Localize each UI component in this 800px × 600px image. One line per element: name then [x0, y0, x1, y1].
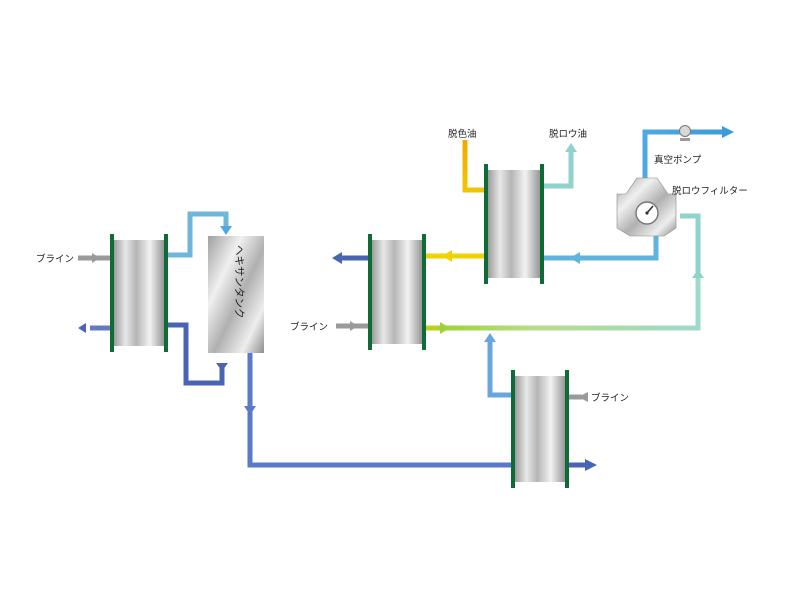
heat-exchanger-left — [110, 234, 168, 352]
label-brine-left: ブライン — [36, 253, 74, 265]
heat-exchanger-middle — [368, 234, 426, 350]
arrow-hx2-out — [332, 252, 342, 264]
pipe-tank-down — [247, 350, 520, 468]
arrow-brine-right — [578, 392, 588, 402]
pipe-bottom-green — [438, 275, 701, 331]
dewax-filter — [616, 177, 677, 237]
arrow-vacuum-out — [722, 126, 734, 138]
arrow-dewaxed-up — [565, 143, 577, 152]
pipe-filter-feed — [680, 213, 701, 272]
label-dewaxed-oil: 脱ロウ油 — [549, 128, 587, 140]
label-brine-right: ブライン — [591, 392, 629, 404]
arrow-tank-down — [244, 406, 256, 415]
arrow-tank-in — [220, 226, 232, 235]
label-decolorized-oil: 脱色油 — [448, 128, 477, 140]
arrow-hx3-up — [484, 333, 496, 342]
arrow-hx1-out — [78, 323, 86, 333]
pipe-hx1-to-tank-bottom — [160, 322, 225, 386]
arrow-brine-left — [92, 253, 100, 263]
heat-exchanger-bottom — [511, 370, 569, 488]
arrow-hx3-out — [585, 459, 597, 471]
arrow-brine-mid — [350, 321, 358, 331]
arrowheads — [78, 126, 734, 471]
label-hexane-tank: ヘキサンタンク — [233, 245, 245, 319]
arrow-riser-up — [692, 269, 704, 278]
label-dewax-filter: 脱ロウフィルター — [672, 185, 748, 197]
pipe-vacuum — [642, 129, 723, 178]
label-brine-mid: ブライン — [290, 321, 328, 333]
arrow-yellow-left — [442, 250, 452, 262]
arrow-tank-out — [216, 363, 228, 371]
pipe-dewaxed-oil — [540, 152, 574, 189]
arrow-green-right — [440, 322, 450, 334]
pump-icon — [679, 125, 691, 137]
arrow-filter-to-hx — [570, 252, 580, 264]
heat-exchanger-upper — [484, 164, 544, 284]
vacuum-pump — [679, 125, 691, 141]
label-vacuum-pump: 真空ポンプ — [654, 154, 702, 166]
hexane-tank — [208, 236, 264, 353]
